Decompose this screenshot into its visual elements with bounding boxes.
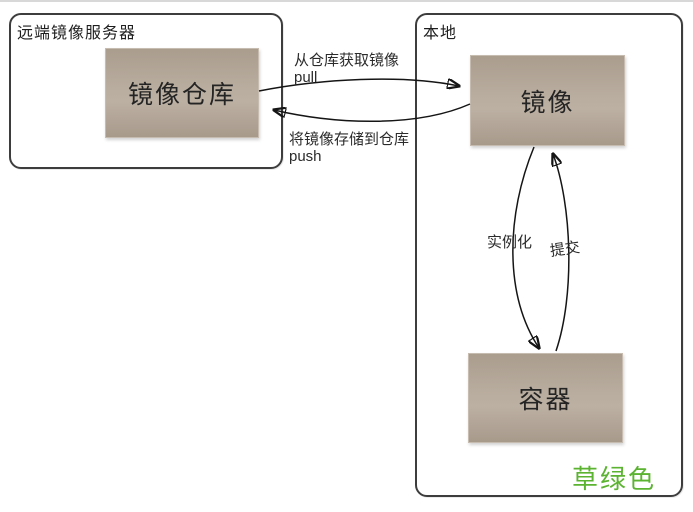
- color-annotation: 草绿色: [572, 464, 657, 494]
- image-node: 镜像: [470, 55, 625, 146]
- container-node: 容器: [468, 353, 623, 443]
- remote-server-group-title: 远端镜像服务器: [17, 25, 137, 42]
- pull-command: pull: [294, 69, 318, 86]
- push-command: push: [289, 148, 322, 165]
- container-node-label: 容器: [518, 386, 573, 414]
- local-group: 本地 镜像 容器 草绿色: [415, 13, 683, 497]
- local-group-title: 本地: [423, 25, 458, 42]
- push-description: 将镜像存储到仓库: [289, 131, 410, 148]
- top-divider-line: [0, 0, 693, 2]
- instantiate-label-text: 实例化: [487, 234, 533, 251]
- pull-arrow-label: 从仓库获取镜像 pull: [294, 52, 399, 86]
- image-repository-node: 镜像仓库: [105, 48, 259, 138]
- image-node-label: 镜像: [520, 88, 575, 117]
- image-repository-node-label: 镜像仓库: [127, 81, 236, 109]
- pull-description: 从仓库获取镜像: [294, 52, 400, 69]
- remote-server-group: 远端镜像服务器 镜像仓库: [9, 13, 283, 169]
- push-arrow-label: 将镜像存储到仓库 push: [289, 131, 409, 165]
- instantiate-arrow-label: 实例化: [487, 234, 532, 251]
